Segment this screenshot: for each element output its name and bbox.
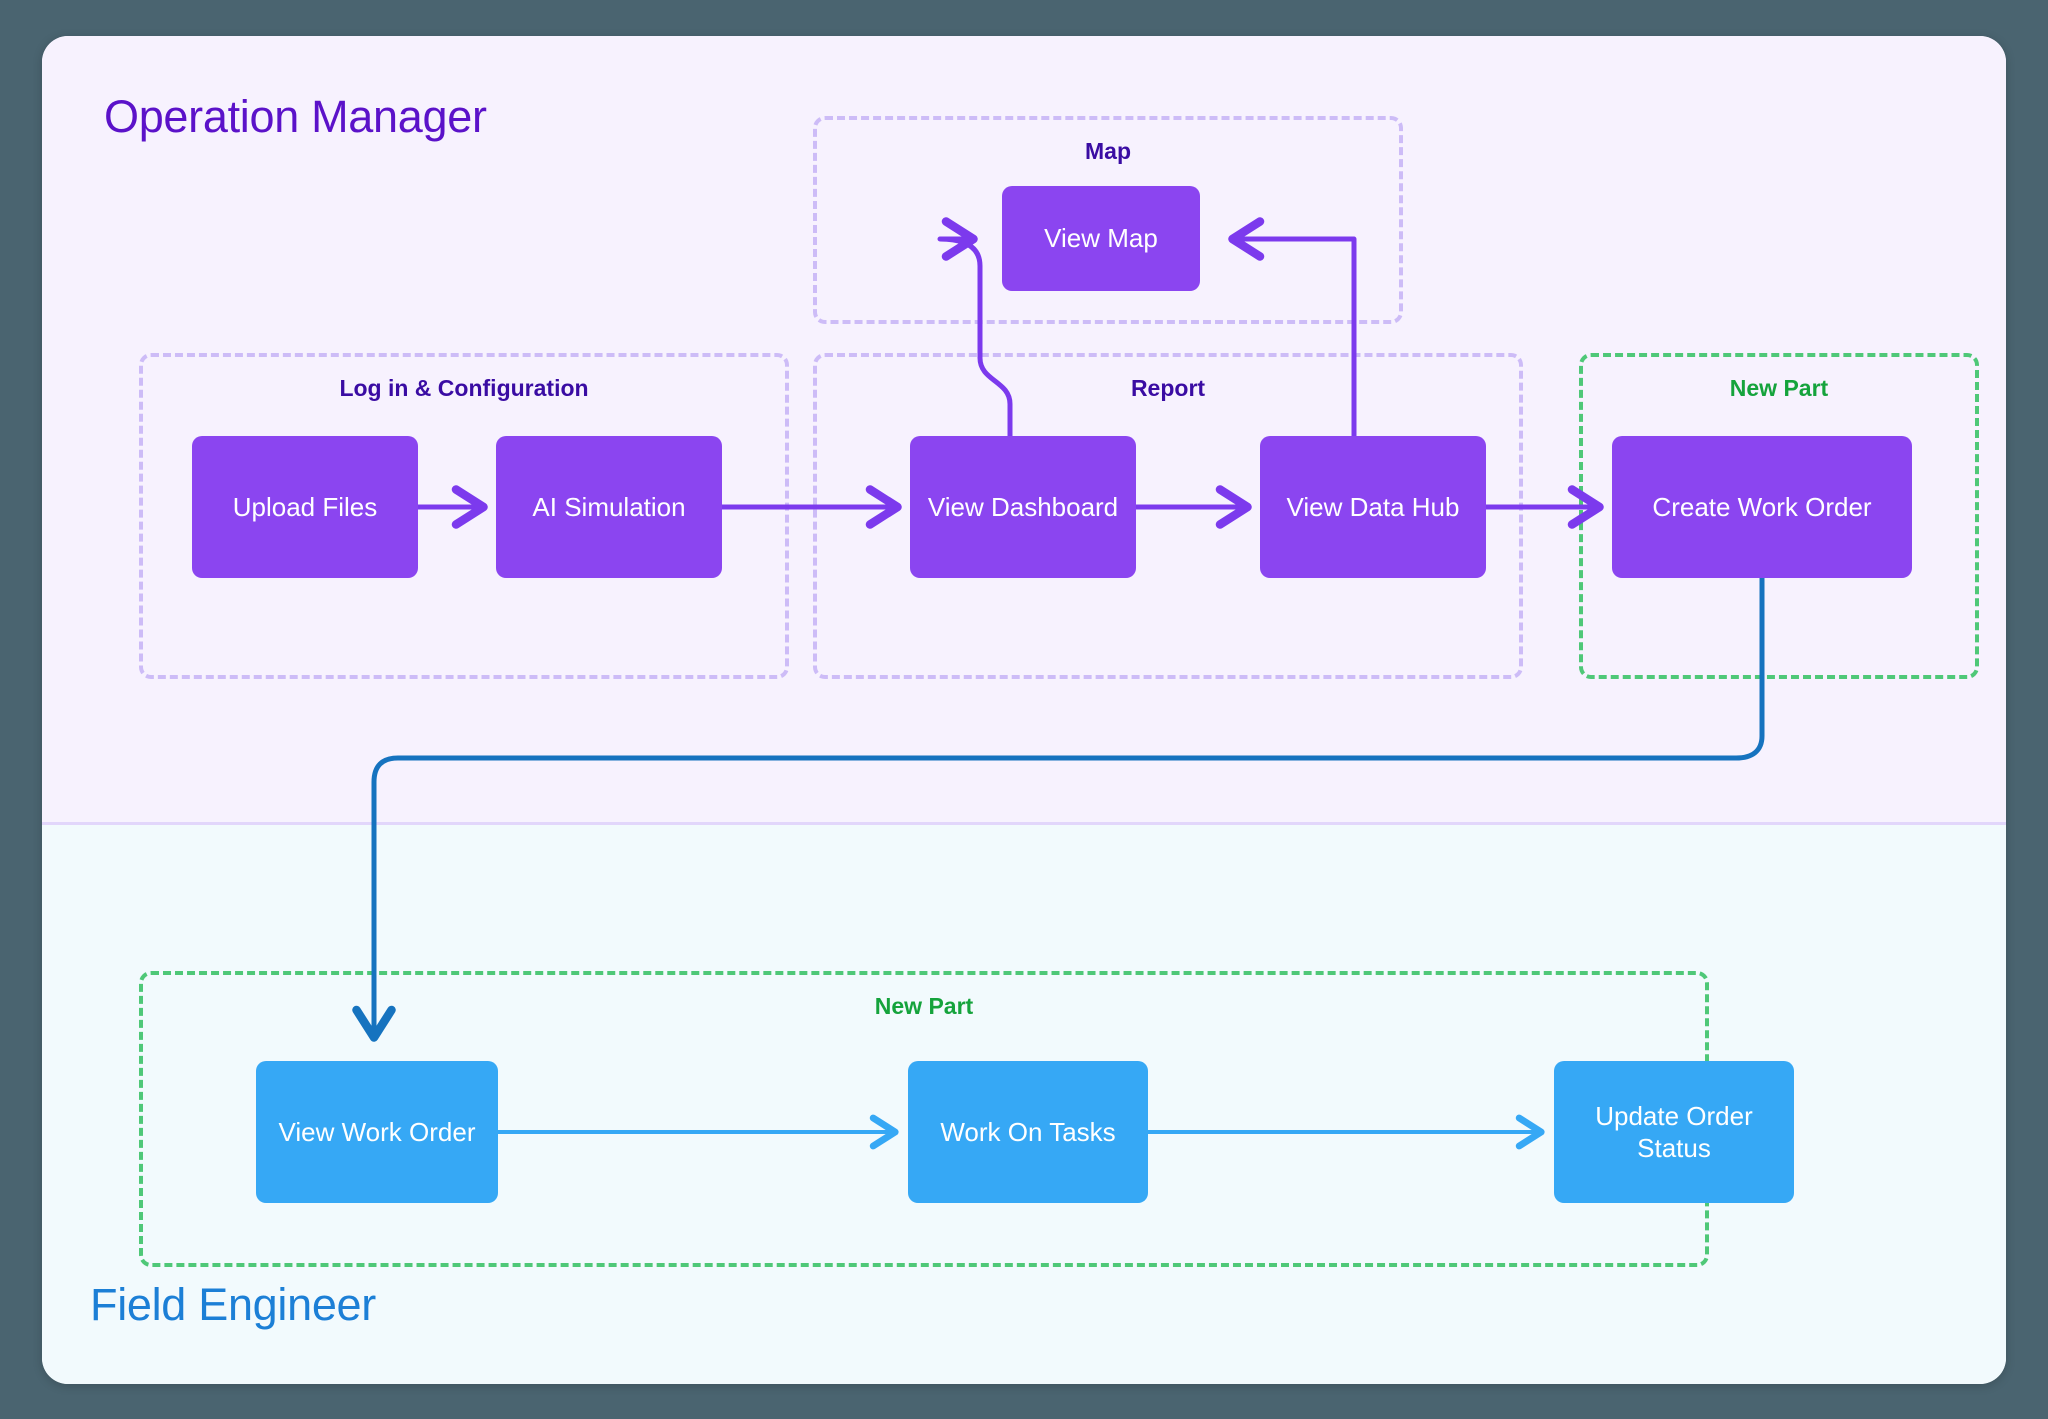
group-label-new-part-engineer: New Part (874, 993, 974, 1019)
node-update-order-status[interactable]: Update Order Status (1554, 1061, 1794, 1203)
node-ai-simulation[interactable]: AI Simulation (496, 436, 722, 578)
lane-divider (42, 822, 2006, 825)
node-label-work-on-tasks: Work On Tasks (940, 1116, 1116, 1147)
node-label-view-dashboard: View Dashboard (927, 491, 1119, 522)
node-label-update-order-status: Update Order Status (1595, 1100, 1753, 1164)
node-label-view-data-hub: View Data Hub (1286, 491, 1460, 522)
node-upload-files[interactable]: Upload Files (192, 436, 418, 578)
node-label-view-work-order: View Work Order (278, 1116, 476, 1147)
group-label-new-part-manager: New Part (1729, 375, 1829, 401)
diagram-canvas: Operation Manager Field Engineer Map Log… (42, 36, 2006, 1384)
node-label-upload-files: Upload Files (232, 491, 378, 522)
group-label-login-configuration: Log in & Configuration (339, 375, 589, 401)
node-view-work-order[interactable]: View Work Order (256, 1061, 498, 1203)
node-view-map[interactable]: View Map (1002, 186, 1200, 291)
lane-title-operation-manager: Operation Manager (104, 91, 487, 142)
node-create-work-order[interactable]: Create Work Order (1612, 436, 1912, 578)
node-view-data-hub[interactable]: View Data Hub (1260, 436, 1486, 578)
node-label-view-map: View Map (1044, 223, 1158, 254)
group-label-map: Map (1085, 138, 1131, 164)
lane-title-field-engineer: Field Engineer (90, 1279, 376, 1330)
node-label-ai-simulation: AI Simulation (532, 491, 686, 522)
node-work-on-tasks[interactable]: Work On Tasks (908, 1061, 1148, 1203)
group-map: Map (813, 116, 1403, 324)
node-label-create-work-order: Create Work Order (1652, 491, 1872, 522)
group-label-report: Report (1130, 375, 1206, 401)
node-view-dashboard[interactable]: View Dashboard (910, 436, 1136, 578)
